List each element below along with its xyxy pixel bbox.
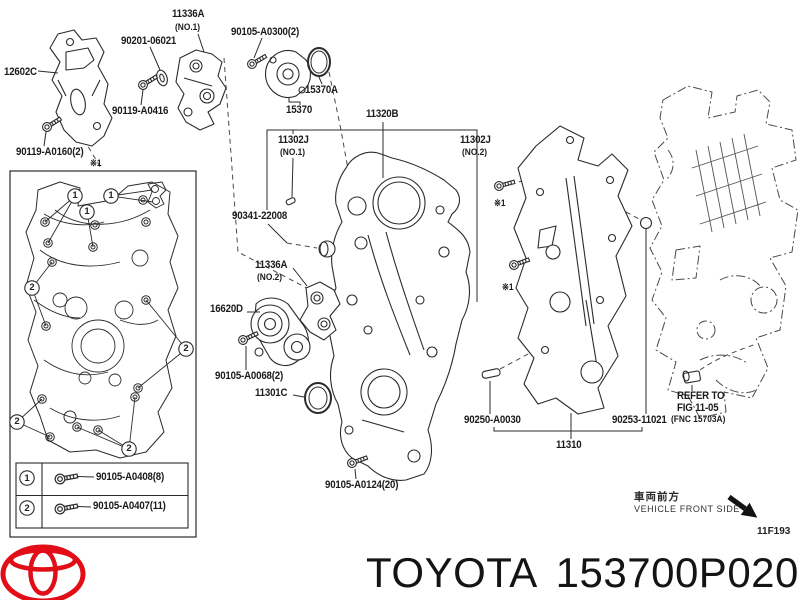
vehicle-front-label-en: VEHICLE FRONT SIDE bbox=[634, 504, 740, 515]
footer-title: TOYOTA 153700P020 bbox=[366, 549, 799, 596]
bolt-90119-a0416 bbox=[136, 72, 160, 92]
part-label-90105-a0068: 90105-A0068(2) bbox=[215, 370, 284, 382]
note-mark-1c: ※1 bbox=[502, 282, 514, 293]
part-label-11310: 11310 bbox=[556, 439, 582, 451]
legend-bolt-2 bbox=[53, 500, 79, 516]
squirter-refer-part bbox=[682, 370, 701, 384]
part-drawing-15370a-oring bbox=[307, 47, 331, 77]
part-drawing-11310 bbox=[513, 125, 633, 415]
part-label-90119-a0416: 90119-A0416 bbox=[112, 105, 169, 117]
part-drawing-12602c bbox=[49, 29, 113, 147]
note-mark-1b: ※1 bbox=[494, 198, 506, 209]
pin-11302j bbox=[285, 197, 296, 206]
callout-circles bbox=[9, 188, 194, 457]
refer-note-line3: (FNC 15703A) bbox=[671, 414, 726, 425]
part-label-90253-11021: 90253-11021 bbox=[612, 414, 667, 426]
part-drawing-11320b bbox=[327, 151, 471, 481]
part-label-11301c: 11301C bbox=[255, 387, 288, 399]
part-drawing-11301c-seal bbox=[304, 382, 332, 414]
legend-callout-2: 2 bbox=[24, 503, 30, 514]
toyota-logo bbox=[0, 544, 86, 600]
part-label-15370: 15370 bbox=[286, 104, 313, 116]
legend-part-2: 90105-A0407(11) bbox=[93, 500, 166, 512]
part-drawing-16620d bbox=[250, 297, 311, 367]
dowel-90250 bbox=[481, 368, 501, 379]
part-label-90250-a0030: 90250-A0030 bbox=[464, 414, 521, 426]
part-drawing-11336a-no1 bbox=[175, 49, 227, 131]
part-sublabel-no2-b: (NO.2) bbox=[257, 272, 283, 283]
part-label-11302j-no1: 11302J bbox=[278, 134, 309, 146]
callout-2: 2 bbox=[183, 343, 189, 354]
bolt-90119-a0160 bbox=[40, 114, 64, 134]
callout-2: 2 bbox=[14, 416, 20, 427]
engine-block-hatch bbox=[691, 133, 767, 233]
engine-block-phantom bbox=[649, 85, 799, 419]
part-label-90105-a0300: 90105-A0300(2) bbox=[231, 26, 300, 38]
part-sublabel-no1-b: (NO.1) bbox=[280, 147, 306, 158]
vehicle-front-arrow bbox=[727, 494, 758, 518]
refer-note-line2: FIG 11-05 bbox=[677, 402, 719, 414]
bolt-90105-a0300 bbox=[245, 51, 269, 71]
note-mark-1a: ※1 bbox=[90, 158, 102, 169]
part-label-90105-a0124: 90105-A0124(20) bbox=[325, 479, 399, 491]
part-label-12602c: 12602C bbox=[4, 66, 37, 78]
legend-bolt-1 bbox=[53, 470, 79, 486]
callout-1: 1 bbox=[108, 190, 114, 201]
part-label-11320b: 11320B bbox=[366, 108, 399, 120]
part-sublabel-no2-a: (NO.2) bbox=[462, 147, 488, 158]
bolt-position-box bbox=[9, 170, 197, 538]
hardware-small-parts bbox=[156, 69, 701, 384]
part-label-90341-22008: 90341-22008 bbox=[232, 210, 288, 222]
part-label-90201-06021: 90201-06021 bbox=[121, 35, 177, 47]
legend-part-1: 90105-A0408(8) bbox=[96, 471, 165, 483]
callout-1: 1 bbox=[84, 206, 90, 217]
part-label-11302j-no2: 11302J bbox=[460, 134, 491, 146]
rear-cover-drawing bbox=[25, 181, 179, 459]
callout-1: 1 bbox=[72, 190, 78, 201]
part-label-11336a-no2: 11336A bbox=[255, 259, 288, 271]
legend-table bbox=[15, 462, 189, 529]
plug-90341 bbox=[318, 240, 336, 258]
figure-code: 11F193 bbox=[757, 526, 791, 537]
refer-note-line1: REFER TO bbox=[677, 390, 725, 402]
part-drawing-15370 bbox=[264, 49, 312, 99]
part-drawing-11336a-no2 bbox=[299, 281, 341, 341]
part-sublabel-no1-a: (NO.1) bbox=[175, 22, 201, 33]
washer-90201 bbox=[156, 69, 168, 87]
leader-lines bbox=[37, 33, 693, 480]
part-label-15370a: 15370A bbox=[305, 84, 338, 96]
part-label-16620d: 16620D bbox=[210, 303, 243, 315]
vehicle-front-label-jp: 車両前方 bbox=[634, 491, 680, 503]
bolt-11302j-no2-upper bbox=[493, 177, 517, 192]
legend-callout-1: 1 bbox=[24, 473, 30, 484]
part-label-90119-a0160: 90119-A0160(2) bbox=[16, 146, 84, 158]
callout-2: 2 bbox=[126, 443, 132, 454]
part-label-11336a-no1: 11336A bbox=[172, 8, 205, 20]
callout-2: 2 bbox=[29, 282, 35, 293]
ball-90253 bbox=[639, 216, 653, 230]
